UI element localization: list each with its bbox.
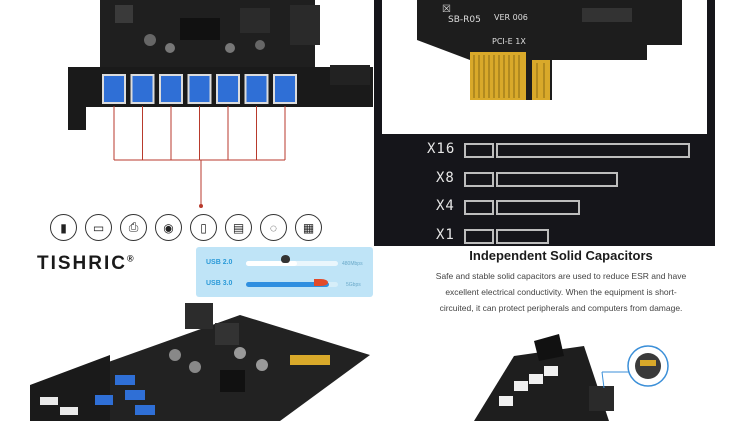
usb2-label: USB 2.0 — [206, 259, 233, 266]
capacitor-closeup-illustration — [474, 334, 669, 421]
pcb-version-text: VER 006 — [494, 13, 528, 22]
mouse-icon: ◌ — [260, 214, 287, 241]
pcie-connector-illustration: SB-R05 VER 006 PCI-E 1X ☒ — [417, 0, 682, 100]
usb2-bar-fill — [246, 261, 297, 266]
brand-mark: ® — [127, 253, 136, 264]
capacitors-line-2: excellent electrical conductivity. When … — [445, 287, 677, 297]
usb-ports-row — [102, 74, 297, 104]
slot-label: X1 — [436, 226, 455, 243]
usb-port — [187, 74, 212, 104]
speed-comparison-box: USB 2.0 480Mbps USB 3.0 5Gbps — [196, 247, 373, 297]
brand-speed-panel: TISHRIC® USB 2.0 480Mbps USB 3.0 5Gbps — [0, 245, 374, 421]
usb-port — [244, 74, 269, 104]
pcb-model-text: SB-R05 — [448, 15, 481, 25]
router-icon: ▭ — [85, 214, 112, 241]
capacitors-line-3: circuited, it can protect peripherals an… — [439, 303, 683, 313]
device-icons-row: ▮ ▭ ⎙ ◉ ▯ ▤ ◌ ▦ — [50, 214, 322, 241]
usb2-rate: 480Mbps — [342, 261, 363, 267]
pcb-interface-text: PCI-E 1X — [492, 37, 526, 46]
scanner-icon: ▤ — [225, 214, 252, 241]
capacitors-line-1: Safe and stable solid capacitors are use… — [435, 271, 687, 281]
usb-card-illustration — [68, 0, 373, 208]
usb-card-angle-illustration — [30, 303, 370, 421]
hdd-icon: ▮ — [50, 214, 77, 241]
rocket-icon — [314, 279, 328, 286]
slot-key-section — [464, 200, 494, 215]
printer-icon: ⎙ — [120, 214, 147, 241]
slot-label: X16 — [427, 141, 456, 157]
slot-label: X4 — [436, 198, 455, 214]
pcie-connector-card: SB-R05 VER 006 PCI-E 1X ☒ — [382, 0, 707, 134]
flash-drive-icon: ▯ — [190, 214, 217, 241]
slot-key-section — [464, 143, 494, 158]
usb3-bar-fill — [246, 282, 329, 287]
capacitors-text: Safe and stable solid capacitors are use… — [374, 268, 748, 316]
usb3-label: USB 3.0 — [206, 280, 233, 287]
usb3-rate: 5Gbps — [346, 282, 361, 288]
slot-bar — [496, 200, 580, 215]
usb-port — [216, 74, 240, 104]
slot-label: X8 — [436, 169, 455, 186]
snail-icon — [281, 255, 290, 263]
keyboard-icon: ▦ — [295, 214, 322, 241]
capacitors-panel: Independent Solid Capacitors Safe and st… — [374, 246, 748, 421]
slot-key-section — [464, 171, 494, 187]
recycle-mark: ☒ — [442, 4, 451, 15]
gold-fingers-left — [470, 52, 526, 100]
brand-logo: TISHRIC® — [37, 253, 136, 275]
slot-bar — [496, 143, 690, 158]
slot-key-section — [464, 228, 494, 244]
usb3-bar-track — [246, 282, 338, 287]
webcam-icon: ◉ — [155, 214, 182, 241]
capacitors-title: Independent Solid Capacitors — [469, 248, 653, 263]
product-panel-top-left: ▮ ▭ ⎙ ◉ ▯ ▤ ◌ ▦ — [0, 0, 374, 245]
slot-bar — [496, 228, 549, 244]
usb2-bar-track — [246, 261, 338, 266]
gold-fingers-right — [532, 60, 550, 100]
brand-name: TISHRIC — [37, 253, 127, 274]
slot-bar — [496, 171, 618, 187]
usb-port — [102, 74, 126, 104]
usb-port — [273, 74, 297, 104]
usb-port — [159, 74, 183, 104]
usb-port — [130, 74, 155, 104]
